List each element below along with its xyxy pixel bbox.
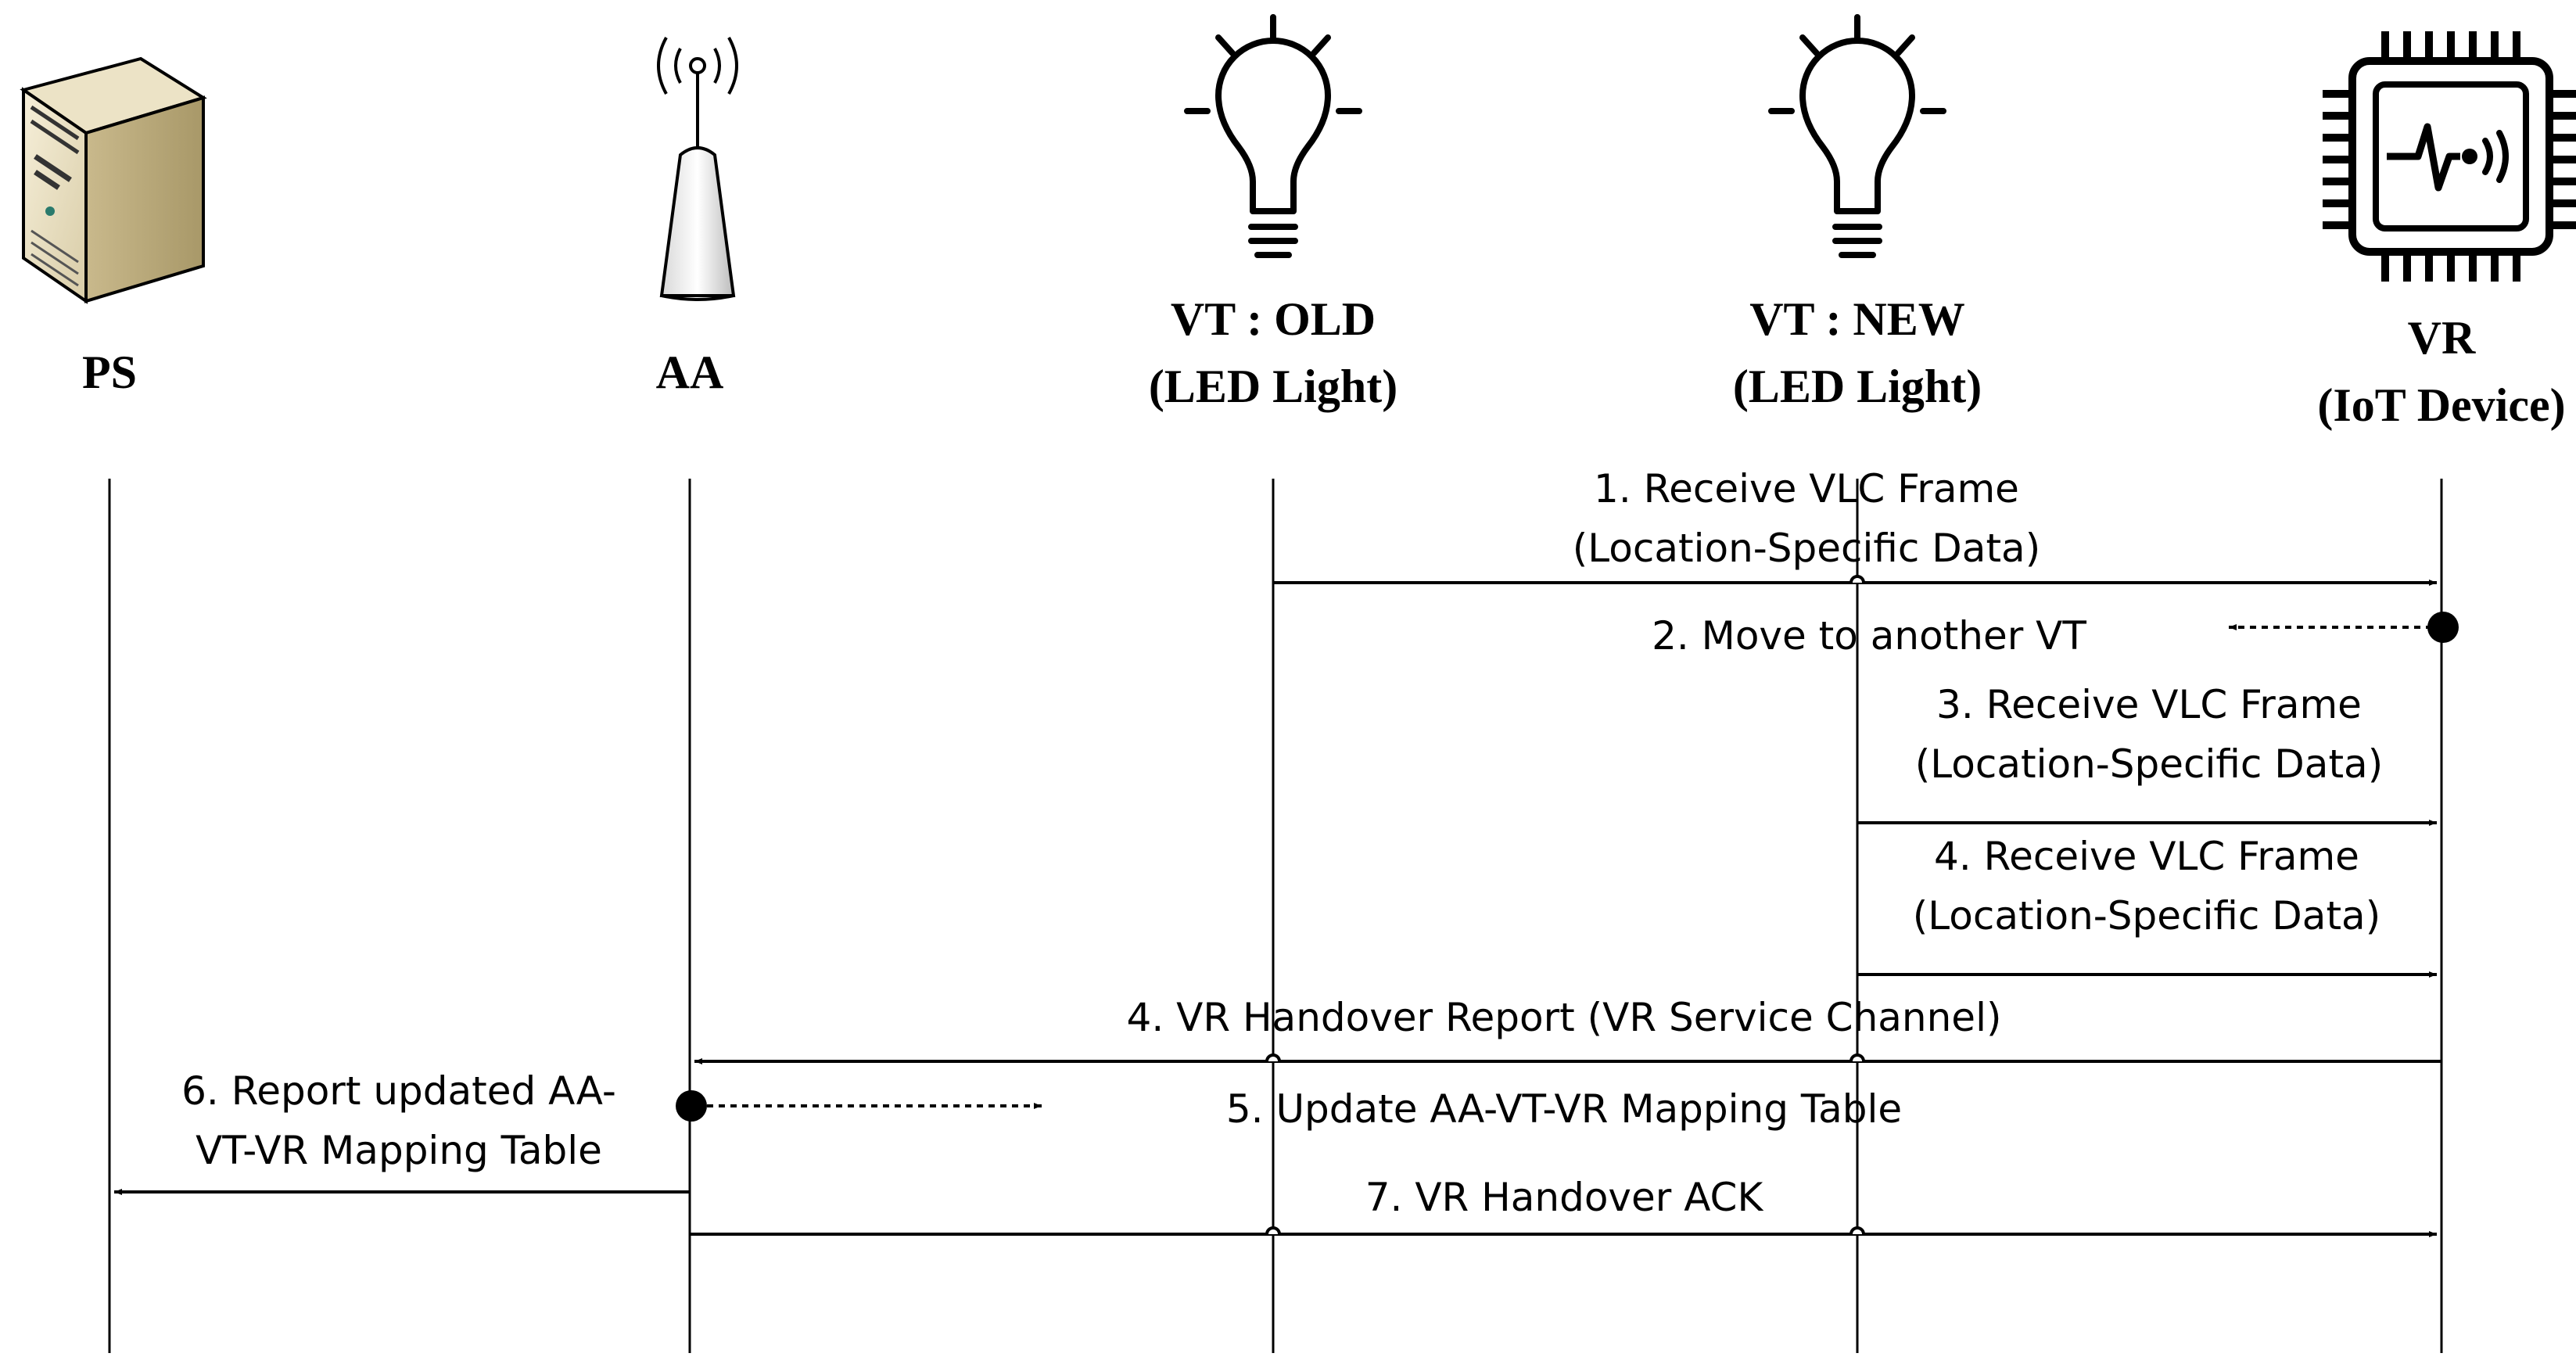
message-label: VT-VR Mapping Table — [196, 1128, 602, 1173]
message-label: 4. Receive VLC Frame — [1934, 834, 2359, 879]
message-label: 3. Receive VLC Frame — [1936, 682, 2362, 727]
light-bulb-icon — [1184, 14, 1362, 258]
message-label: 5. Update AA-VT-VR Mapping Table — [1226, 1086, 1902, 1132]
participant-label-vt-old: VT : OLD — [1171, 293, 1376, 345]
message-origin-dot — [2427, 612, 2459, 643]
participant-label-vr-type: (IoT Device) — [2317, 379, 2565, 431]
message-label: 2. Move to another VT — [1652, 613, 2086, 659]
message-label: (Location-Specific Data) — [1913, 893, 2380, 939]
message-label: (Location-Specific Data) — [1915, 741, 2383, 787]
message-label: (Location-Specific Data) — [1573, 526, 2040, 571]
lifeline-crossing-hop — [1265, 1054, 1281, 1062]
participant-label-vt-new-type: (LED Light) — [1733, 361, 1982, 412]
message-label: 1. Receive VLC Frame — [1594, 466, 2019, 512]
message-origin-dot — [676, 1090, 707, 1122]
message-label: 7. VR Handover ACK — [1365, 1175, 1764, 1220]
participant-label-aa: AA — [656, 346, 724, 398]
server-icon — [20, 56, 207, 304]
participant-label-vt-new: VT : NEW — [1749, 293, 1965, 345]
antenna-icon — [657, 37, 738, 301]
participant-label-ps: PS — [82, 346, 137, 398]
participant-label-vr: VR — [2408, 312, 2476, 364]
light-bulb-icon — [1768, 14, 1946, 258]
participant-label-vt-old-type: (LED Light) — [1149, 361, 1397, 412]
message-label: 6. Report updated AA- — [181, 1068, 616, 1114]
lifeline-crossing-hop — [1849, 1054, 1865, 1062]
lifeline-crossing-hop — [1849, 1226, 1865, 1235]
lifeline-crossing-hop — [1265, 1226, 1281, 1235]
lifeline-crossing-hop — [1849, 575, 1865, 583]
iot-chip-icon — [2323, 31, 2576, 282]
message-label: 4. VR Handover Report (VR Service Channe… — [1127, 995, 2002, 1040]
